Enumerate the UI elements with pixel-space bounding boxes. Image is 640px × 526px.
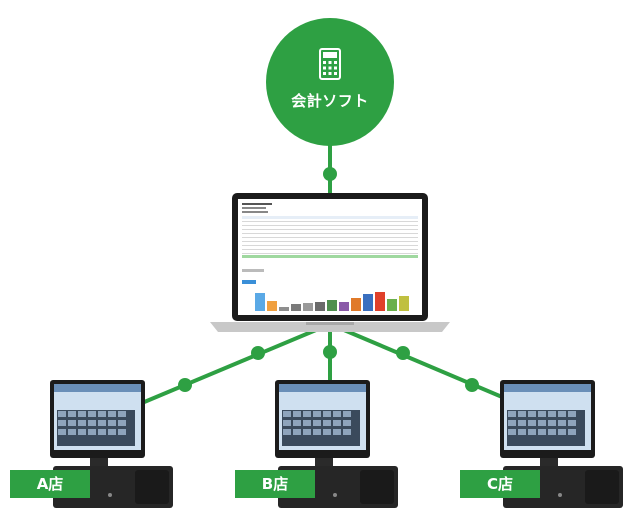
accounting-software-hub [266, 18, 394, 146]
store-c-label: C店 [460, 470, 540, 498]
connection-node [465, 378, 479, 392]
laptop-screen-table [242, 203, 418, 284]
connection-node [178, 378, 192, 392]
laptop-image [210, 193, 450, 332]
hub-label: 会計ソフト [291, 92, 369, 110]
connection-node [396, 346, 410, 360]
pos-terminal-c [500, 380, 623, 508]
store-b-label: B店 [235, 470, 315, 498]
laptop-to-store-a-line [129, 328, 317, 410]
connection-node [251, 346, 265, 360]
laptop-base [210, 322, 450, 332]
laptop-to-store-c-line [343, 328, 529, 410]
store-a-label: A店 [10, 470, 90, 498]
laptop-screen-chart [255, 292, 409, 311]
connection-node [323, 167, 337, 181]
calculator-icon [319, 48, 341, 80]
connection-node [323, 345, 337, 359]
